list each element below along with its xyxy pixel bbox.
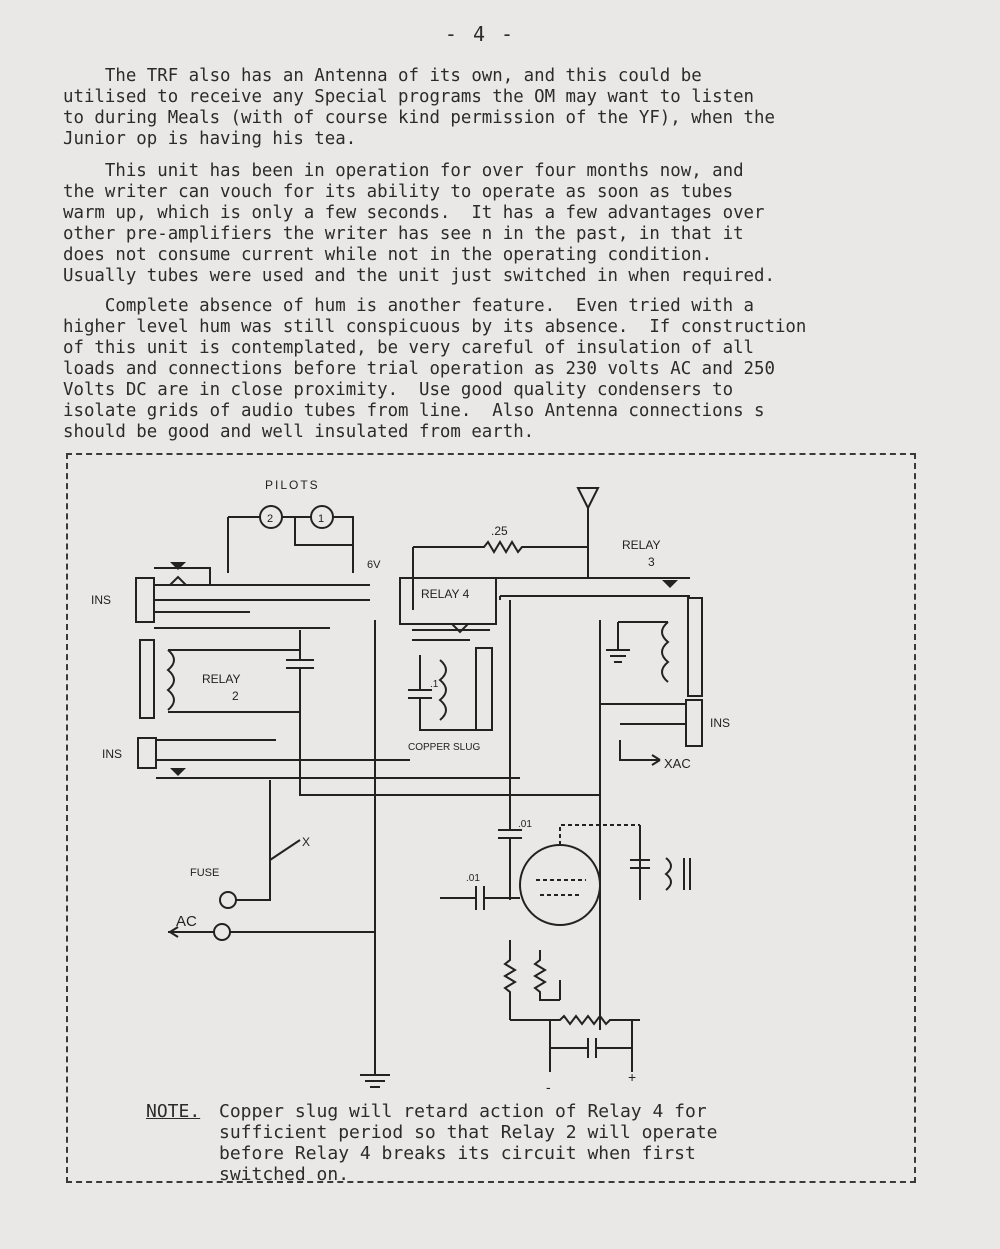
label-pilot-2: 2 <box>267 513 273 525</box>
label-minus: - <box>546 1079 551 1095</box>
contact-arrow <box>449 623 471 634</box>
fuse-icon <box>219 891 237 909</box>
vacuum-tube <box>519 844 601 926</box>
relay2-core <box>139 639 155 719</box>
relay2-contact-springs <box>154 567 370 629</box>
label-relay3: RELAY <box>622 538 660 552</box>
label-cap-01-left: .01 <box>466 873 480 884</box>
bottom-resistor <box>510 1014 640 1026</box>
supply-leads <box>549 1048 633 1072</box>
contact-arrow <box>662 580 678 588</box>
relay4-capacitor <box>408 655 476 731</box>
relay4-housing <box>399 577 497 625</box>
page-number: - 4 - <box>444 22 516 46</box>
label-plus: + <box>628 1069 636 1085</box>
relay3-coil <box>661 621 670 683</box>
label-6v: 6V <box>367 559 381 571</box>
output-core <box>683 858 691 890</box>
contact-arrow <box>170 768 186 776</box>
output-transformer <box>664 857 672 891</box>
insulator-left-bottom <box>137 737 157 769</box>
relay2-coil-leads <box>168 649 300 713</box>
label-pilots: PILOTS <box>265 478 320 492</box>
note-label: NOTE. <box>146 1101 201 1122</box>
left-bottom-contacts <box>156 739 520 779</box>
resistor-25 <box>413 540 588 554</box>
antenna-icon <box>576 487 600 578</box>
insulator-left-top <box>135 577 155 623</box>
cathode-resistor <box>503 940 517 1020</box>
label-relay3-num: 3 <box>648 555 655 569</box>
capacitor-01-upper <box>498 829 522 900</box>
paragraph-2: This unit has been in operation for over… <box>63 161 775 286</box>
label-ins-left-top: INS <box>91 593 111 607</box>
capacitor-01-left <box>440 886 520 910</box>
label-pilot-1: 1 <box>318 513 324 525</box>
relay2-coil <box>166 649 175 711</box>
wire <box>299 760 600 796</box>
label-relay2: RELAY <box>202 672 240 686</box>
label-ins-left-bottom: INS <box>102 747 122 761</box>
paragraph-3: Complete absence of hum is another featu… <box>63 296 807 442</box>
label-resistor-25: .25 <box>491 524 508 538</box>
ground-icon <box>360 1074 390 1088</box>
tube-grids <box>536 824 640 896</box>
label-ac: AC <box>176 913 197 930</box>
ac-wiring <box>168 780 375 933</box>
note-text: Copper slug will retard action of Relay … <box>219 1101 718 1185</box>
contact-arrow <box>167 575 189 586</box>
pilot-wiring <box>227 516 354 573</box>
relay4-contacts <box>412 629 490 641</box>
insulator-right <box>685 699 703 747</box>
label-copper-slug: COPPER SLUG <box>408 742 480 753</box>
label-xac: XAC <box>664 756 691 771</box>
paragraph-1: The TRF also has an Antenna of its own, … <box>63 66 775 149</box>
label-ins-right: INS <box>710 716 730 730</box>
label-cap-1: .1 <box>430 679 439 690</box>
label-cap-01-upper: .01 <box>518 819 532 830</box>
relay3-ground <box>606 621 668 663</box>
relay3-core <box>687 597 703 697</box>
right-contacts <box>600 703 686 761</box>
relay2-capacitor <box>286 630 314 760</box>
bias-resistor <box>533 950 561 1001</box>
label-switch: X <box>302 835 310 849</box>
main-bus-wires <box>374 600 601 1075</box>
contact-arrow <box>170 562 186 570</box>
copper-slug <box>475 647 493 731</box>
label-fuse: FUSE <box>190 867 219 879</box>
output-capacitor <box>630 825 650 900</box>
bottom-capacitor <box>549 1020 633 1058</box>
xac-arrow <box>651 754 661 766</box>
relay4-coil <box>438 659 447 721</box>
label-relay2-num: 2 <box>232 689 239 703</box>
schematic-frame <box>66 453 916 1183</box>
label-relay4: RELAY 4 <box>421 587 470 601</box>
ac-plug-icon <box>213 923 231 941</box>
ac-arrow <box>169 926 179 938</box>
